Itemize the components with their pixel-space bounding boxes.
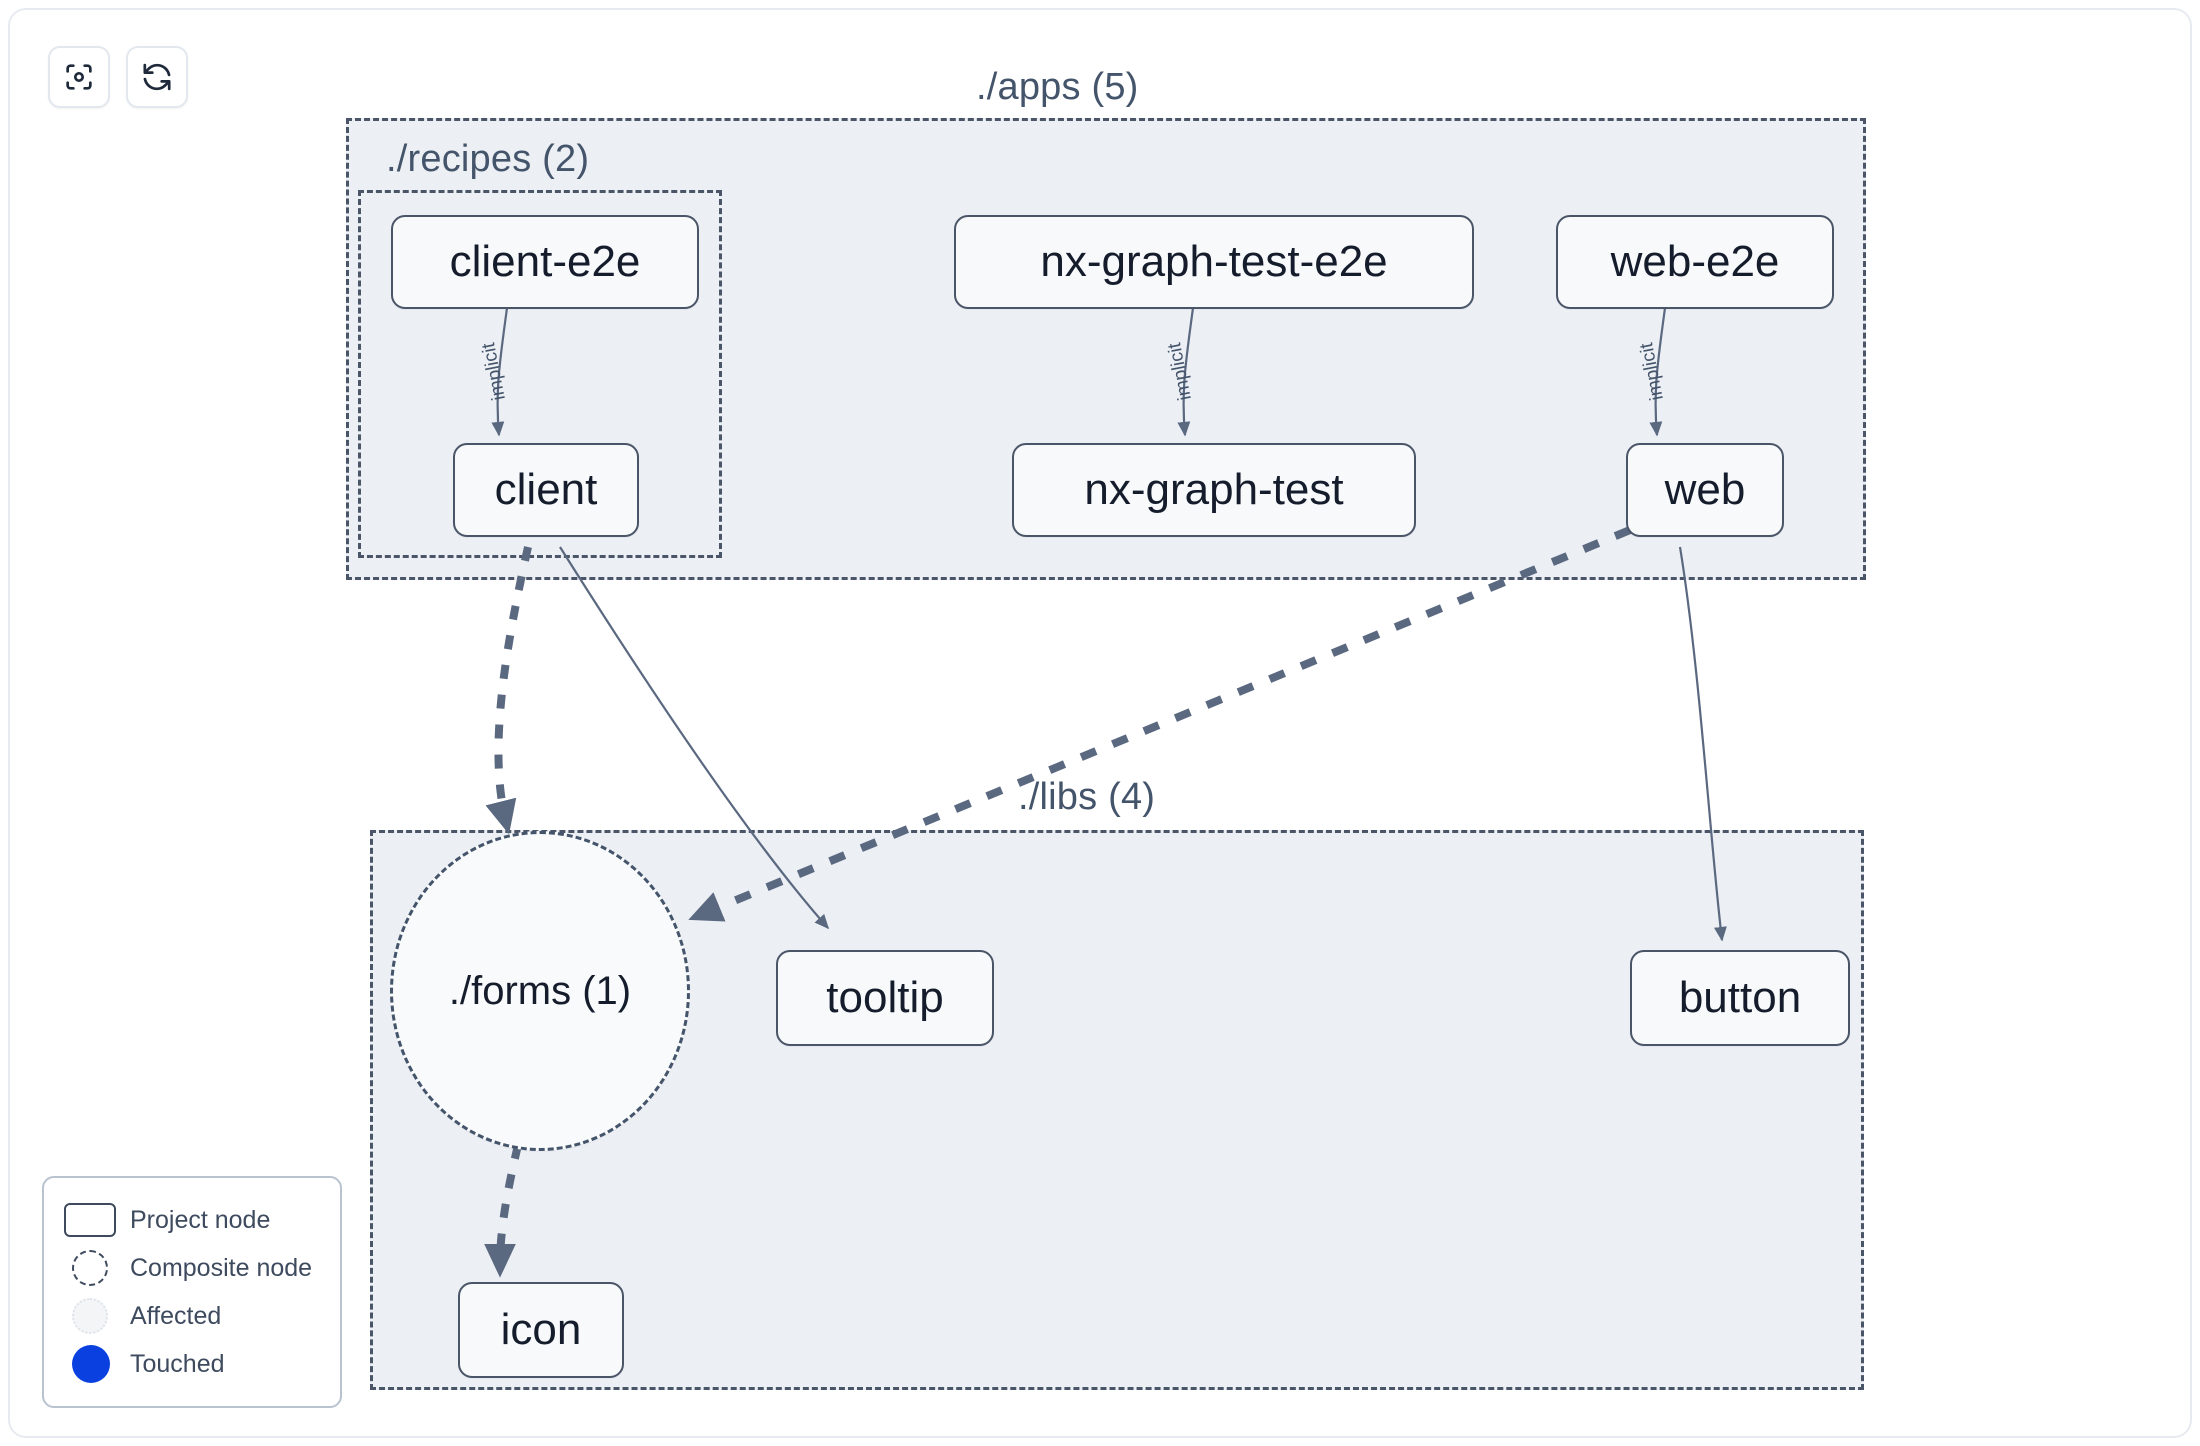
legend-item-composite-node: Composite node xyxy=(64,1244,324,1292)
node-label: client xyxy=(494,465,598,514)
legend-label: Touched xyxy=(130,1349,225,1378)
legend-item-touched: Touched xyxy=(64,1340,324,1388)
legend-label: Project node xyxy=(130,1205,271,1234)
edge-client-to-forms xyxy=(485,546,532,835)
touched-swatch xyxy=(64,1345,130,1383)
dependency-graph[interactable]: ./apps (5) ./recipes (2) ./libs (4) xyxy=(10,10,2190,1436)
group-libs-label: ./libs (4) xyxy=(1018,776,1156,818)
node-label: nx-graph-test-e2e xyxy=(1040,237,1388,286)
node-label: client-e2e xyxy=(449,237,641,286)
node-label: web xyxy=(1664,465,1746,514)
composite-node-swatch xyxy=(64,1250,130,1286)
refresh-icon xyxy=(140,60,174,94)
node-client[interactable]: client xyxy=(453,443,639,537)
focus-target-icon xyxy=(62,60,96,94)
node-web-e2e[interactable]: web-e2e xyxy=(1556,215,1834,309)
node-forms[interactable]: ./forms (1) xyxy=(390,831,690,1151)
group-apps-label: ./apps (5) xyxy=(976,66,1139,108)
legend-item-affected: Affected xyxy=(64,1292,324,1340)
project-node-swatch xyxy=(64,1203,130,1237)
legend-label: Composite node xyxy=(130,1253,313,1282)
graph-card: ./apps (5) ./recipes (2) ./libs (4) xyxy=(8,8,2192,1438)
node-icon[interactable]: icon xyxy=(458,1282,624,1378)
node-nx-graph-test-e2e[interactable]: nx-graph-test-e2e xyxy=(954,215,1474,309)
graph-legend: Project node Composite node Affected Tou… xyxy=(42,1176,342,1408)
graph-toolbar xyxy=(48,46,188,108)
legend-item-project-node: Project node xyxy=(64,1196,324,1244)
node-label: nx-graph-test xyxy=(1084,465,1344,514)
affected-swatch xyxy=(64,1298,130,1334)
node-label: ./forms (1) xyxy=(448,969,632,1013)
node-nx-graph-test[interactable]: nx-graph-test xyxy=(1012,443,1416,537)
node-label: web-e2e xyxy=(1610,237,1780,286)
node-label: button xyxy=(1678,973,1802,1022)
node-label: icon xyxy=(500,1305,582,1354)
legend-label: Affected xyxy=(130,1301,222,1330)
refresh-graph-button[interactable] xyxy=(126,46,188,108)
node-tooltip[interactable]: tooltip xyxy=(776,950,994,1046)
node-web[interactable]: web xyxy=(1626,443,1784,537)
node-client-e2e[interactable]: client-e2e xyxy=(391,215,699,309)
focus-graph-button[interactable] xyxy=(48,46,110,108)
node-label: tooltip xyxy=(826,973,944,1022)
group-recipes-label: ./recipes (2) xyxy=(386,138,590,180)
node-button[interactable]: button xyxy=(1630,950,1850,1046)
